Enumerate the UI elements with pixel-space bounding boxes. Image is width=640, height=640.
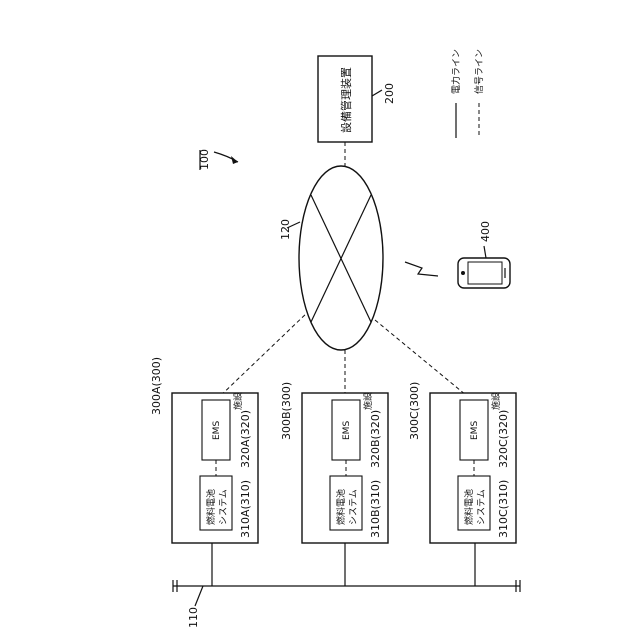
ems-c-label: EMS: [470, 421, 480, 440]
fuel-cell-c-ref: 310C(310): [497, 480, 510, 538]
facility-a-label: 施設: [232, 392, 244, 410]
wireless-signal-icon: [405, 262, 438, 276]
signal-line-c: [375, 320, 472, 400]
legend-power-label: 電力ライン: [450, 49, 462, 94]
fuel-cell-a-line2: システム: [218, 489, 229, 525]
facility-a-ref: 300A(300): [150, 357, 163, 415]
fuel-cell-a-ref: 310A(310): [239, 480, 252, 538]
management-device: 設備管理装置 200: [318, 56, 396, 142]
facility-c-label: 施設: [490, 392, 502, 410]
ems-b-label: EMS: [342, 421, 352, 440]
ems-b-ref: 320B(320): [369, 410, 382, 468]
fuel-cell-b-line1: 燃料電池: [335, 489, 347, 525]
signal-line-a: [216, 310, 310, 400]
network-cloud: 120: [279, 166, 383, 350]
facility-b-ref: 300B(300): [280, 382, 293, 440]
terminal-ref: 400: [479, 221, 492, 242]
fuel-cell-b-line2: システム: [348, 489, 359, 525]
legend: 電力ライン 信号ライン: [450, 49, 485, 138]
facility-a: 施設 300A(300) EMS 320A(320) 燃料電池 システム 310…: [150, 357, 258, 543]
fuel-cell-c-line2: システム: [476, 489, 487, 525]
facility-c: 施設 300C(300) EMS 320C(320) 燃料電池 システム 310…: [408, 382, 516, 543]
fuel-cell-b-ref: 310B(310): [369, 480, 382, 538]
facility-b-label: 施設: [362, 392, 374, 410]
management-device-ref: 200: [383, 83, 396, 104]
facility-b: 施設 300B(300) EMS 320B(320) 燃料電池 システム 310…: [280, 382, 388, 543]
ems-a-ref: 320A(320): [239, 410, 252, 468]
system-ref: 100: [198, 149, 238, 170]
fuel-cell-c-line1: 燃料電池: [463, 489, 475, 525]
terminal-device: 400: [458, 221, 510, 288]
power-grid-ref: 110: [187, 607, 200, 628]
network-ref: 120: [279, 219, 292, 240]
ems-a-label: EMS: [212, 421, 222, 440]
ems-c-ref: 320C(320): [497, 410, 510, 468]
legend-signal-label: 信号ライン: [473, 49, 485, 94]
management-device-name: 設備管理装置: [339, 67, 353, 133]
facility-c-ref: 300C(300): [408, 382, 421, 440]
fuel-cell-a-line1: 燃料電池: [205, 489, 217, 525]
power-grid: 110: [173, 580, 520, 628]
